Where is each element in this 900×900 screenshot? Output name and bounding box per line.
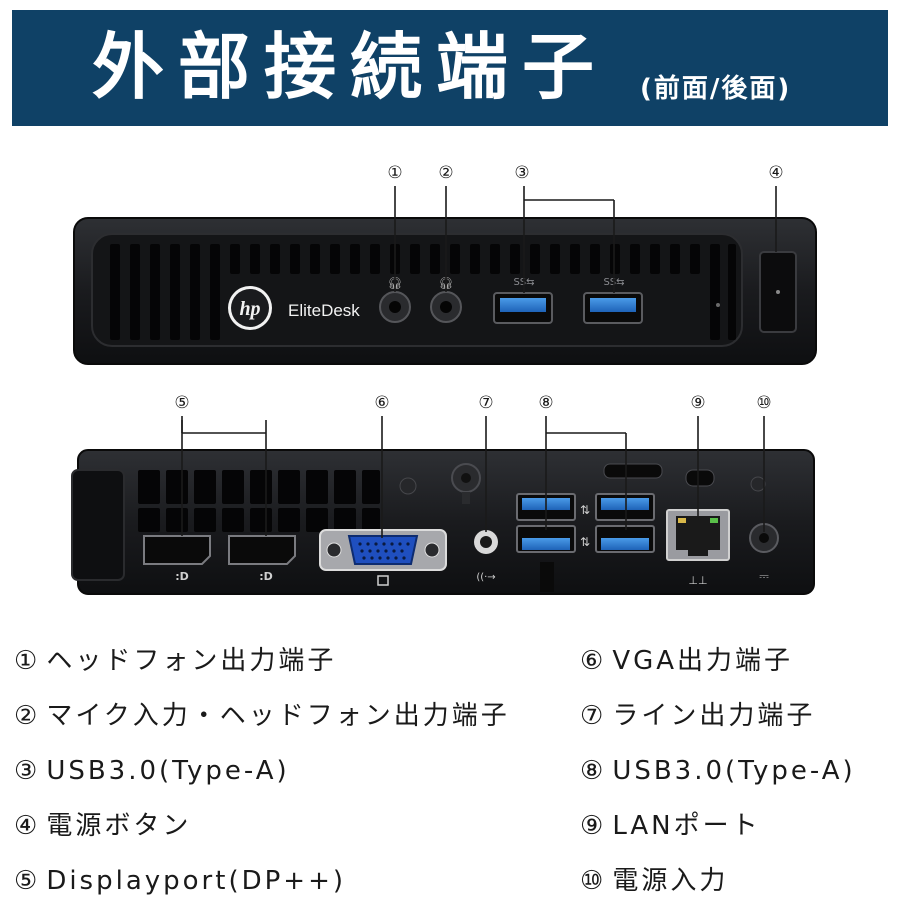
front-leader-lines (394, 186, 777, 293)
marker-2: ② (438, 163, 453, 183)
page-subtitle: (前面/後面) (640, 74, 792, 104)
network-icon: ⊥⊥ (688, 574, 707, 587)
displayport-2: :D (228, 535, 296, 583)
marker-5: ⑤ (174, 393, 189, 413)
hp-logo: hp (228, 286, 272, 330)
marker-9: ⑨ (690, 393, 705, 413)
product-illustration: hp EliteDesk 🎧︎ 🎧︎ SS⇆ SS⇆ (71, 163, 817, 595)
dc-power-icon: ⎓ (759, 569, 769, 583)
marker-6: ⑥ (374, 393, 389, 413)
headphone-jack: 🎧︎ (379, 276, 411, 323)
back-leader-lines (181, 416, 765, 538)
vga-port (319, 529, 447, 586)
marker-10: ⑩ (756, 393, 771, 413)
front-vent (110, 244, 736, 340)
line-out-jack: ((·→ (474, 530, 498, 583)
usb-icon: ⇅ (580, 535, 590, 549)
displayport-icon: :D (259, 570, 273, 583)
line-out-icon: ((·→ (476, 572, 495, 583)
power-button (759, 251, 797, 333)
lan-port: ⊥⊥ (666, 469, 730, 587)
page-title: 外部接続端子 (92, 25, 609, 109)
usb-icon: ⇅ (580, 503, 590, 517)
displayport-icon: :D (175, 570, 189, 583)
model-label: EliteDesk (288, 301, 360, 320)
front-usb-port-1: SS⇆ (493, 277, 553, 324)
marker-7: ⑦ (478, 393, 493, 413)
marker-1: ① (387, 163, 402, 183)
displayport-1: :D (143, 535, 211, 583)
marker-8: ⑧ (538, 393, 553, 413)
back-usb-ports: ⇅ ⇅ (516, 463, 663, 592)
svg-text:hp: hp (239, 298, 260, 320)
back-vent (138, 470, 380, 532)
front-panel: hp EliteDesk 🎧︎ 🎧︎ SS⇆ SS⇆ (73, 217, 817, 365)
front-usb-port-2: SS⇆ (583, 277, 643, 324)
power-input: ⎓ (749, 476, 779, 583)
activity-led (716, 303, 720, 307)
header-banner: 外部接続端子 (前面/後面) (12, 10, 888, 126)
marker-4: ④ (768, 163, 783, 183)
marker-3: ③ (514, 163, 529, 183)
back-panel: :D :D ((·→ (71, 449, 815, 595)
monitor-icon (377, 575, 389, 586)
thumbscrew (451, 463, 481, 504)
